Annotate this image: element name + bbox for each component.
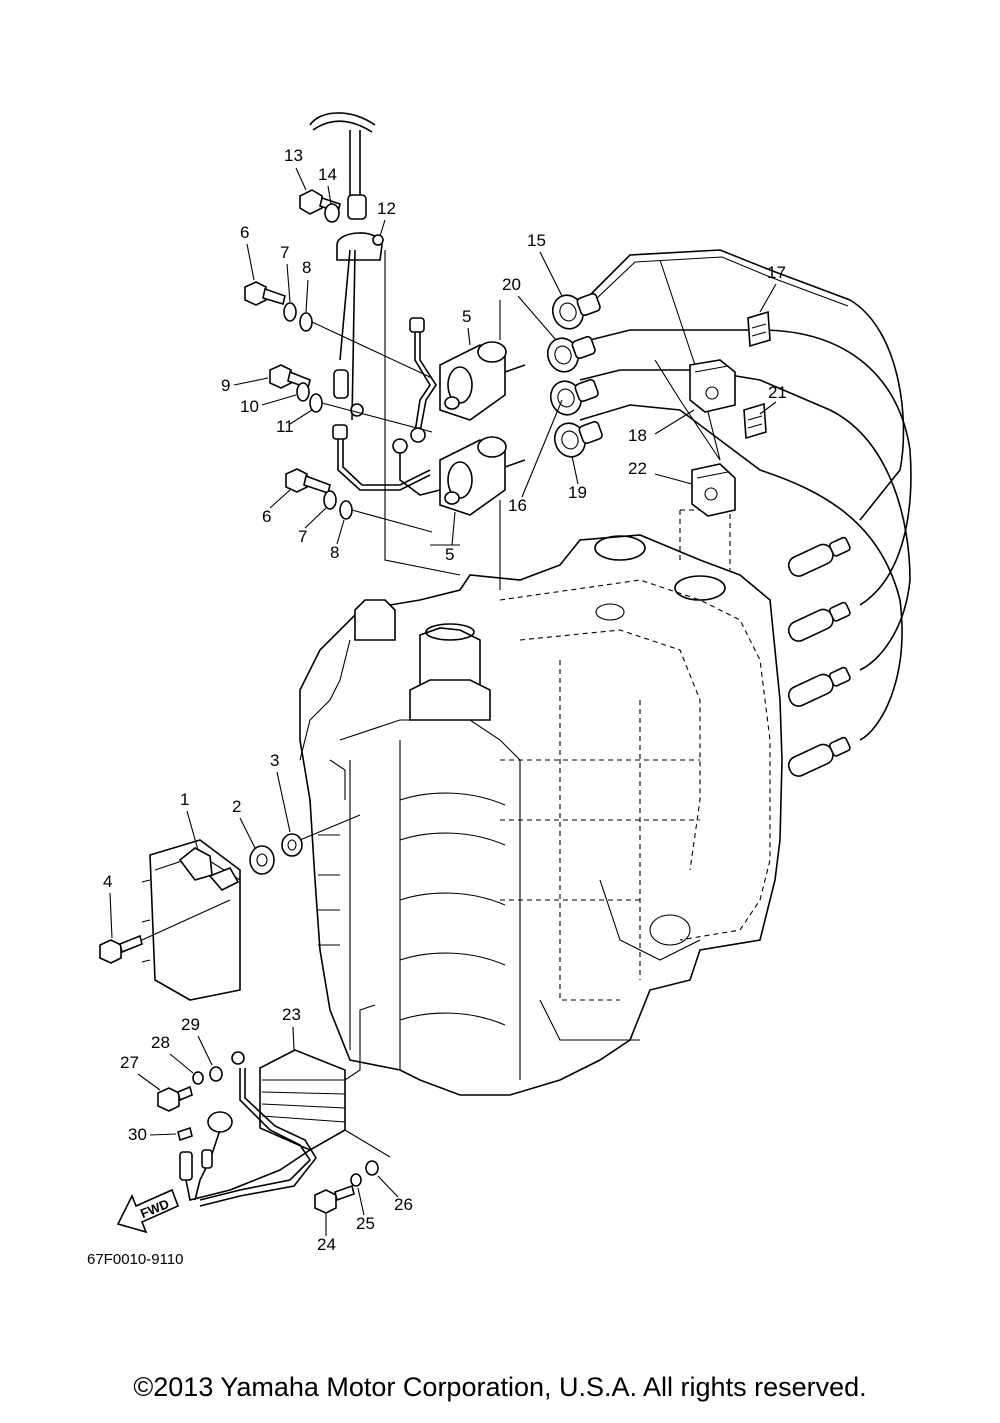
callout-6a: 6: [240, 223, 249, 242]
callout-7a: 7: [280, 243, 289, 262]
callout-4: 4: [103, 872, 112, 891]
callout-23: 23: [282, 1005, 301, 1024]
callout-28: 28: [151, 1033, 170, 1052]
fwd-label: FWD: [138, 1196, 171, 1221]
callout-7b: 7: [298, 527, 307, 546]
callout-11: 11: [276, 417, 294, 436]
callout-6b: 6: [262, 507, 271, 526]
callout-8b: 8: [330, 543, 339, 562]
guide-lines: [384, 250, 501, 590]
callout-22: 22: [628, 459, 647, 478]
callout-9: 9: [221, 376, 230, 395]
callout-17: 17: [767, 263, 786, 282]
callout-24: 24: [317, 1235, 336, 1254]
callout-15: 15: [527, 231, 546, 250]
callout-19: 19: [568, 483, 587, 502]
callout-21: 21: [768, 383, 787, 402]
plug-cap-heads: [546, 292, 603, 458]
ignition-coils: [332, 317, 526, 516]
callout-18: 18: [628, 426, 647, 445]
callout-1: 1: [180, 790, 189, 809]
callout-25: 25: [356, 1214, 375, 1233]
engine-block: [299, 509, 783, 1096]
cdi-unit: [99, 814, 361, 1001]
callout-5b: 5: [445, 545, 454, 564]
fwd-arrow: FWD: [116, 1188, 180, 1234]
rectifier-regulator: [157, 1004, 391, 1214]
callout-numbers: 1 2 3 4 5 5 6 6 7 7 8 8 9 10 11 12 13 14: [87, 146, 787, 1268]
high-tension-cords: [579, 249, 912, 741]
callout-8a: 8: [302, 258, 311, 277]
callout-20: 20: [502, 275, 521, 294]
cord-clamps: [689, 359, 736, 517]
callout-16: 16: [508, 496, 527, 515]
callout-26: 26: [394, 1195, 413, 1214]
coil-bolts: [244, 281, 433, 533]
diagram-code: 67F0010-9110: [87, 1251, 183, 1268]
callout-12: 12: [377, 199, 396, 218]
callout-2: 2: [232, 797, 241, 816]
callout-30: 30: [128, 1125, 147, 1144]
callout-29: 29: [181, 1015, 200, 1034]
callout-5a: 5: [462, 307, 471, 326]
callout-13: 13: [284, 146, 303, 165]
callout-27: 27: [120, 1053, 139, 1072]
copyright-notice: ©2013 Yamaha Motor Corporation, U.S.A. A…: [133, 1372, 867, 1402]
callout-10: 10: [240, 397, 259, 416]
callout-3: 3: [270, 751, 279, 770]
harness-clamp: [299, 112, 384, 421]
spark-plug-caps: [787, 536, 851, 777]
cord-holders: [743, 310, 771, 440]
callout-14: 14: [318, 165, 337, 184]
